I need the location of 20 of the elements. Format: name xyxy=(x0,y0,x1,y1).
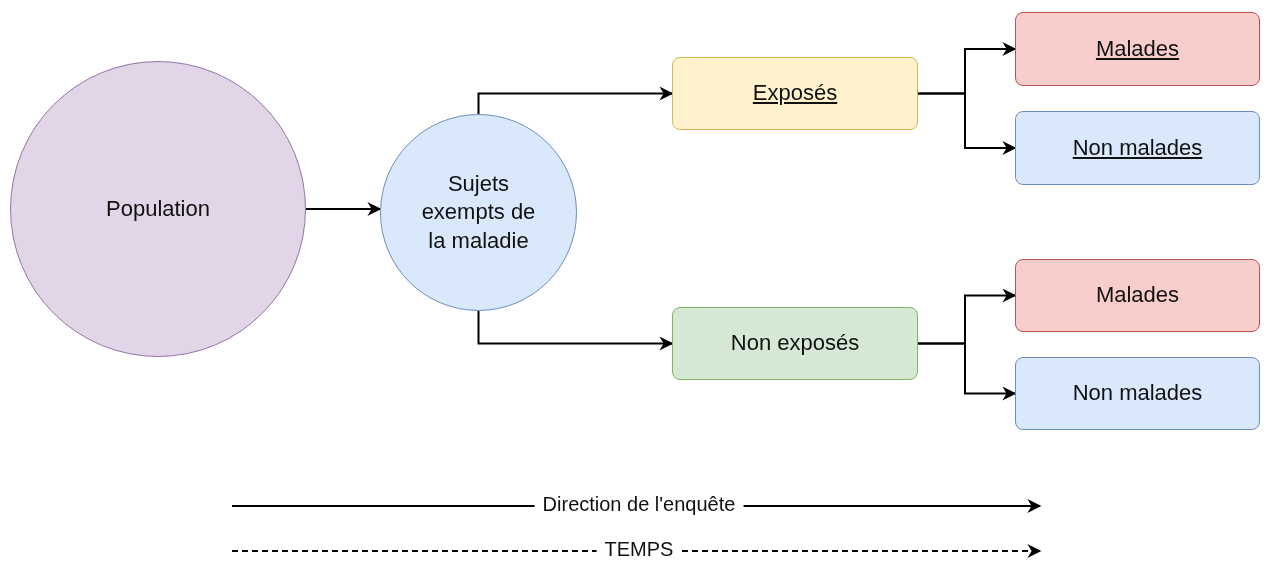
node-label: Population xyxy=(106,194,210,223)
node-label: Malades xyxy=(1095,281,1180,310)
node-label: Malades xyxy=(1095,34,1180,63)
node-label: Non malades xyxy=(1072,133,1203,162)
axis-label: Direction de l'enquête xyxy=(534,493,744,516)
outcome-box xyxy=(1015,111,1260,185)
arrow xyxy=(917,342,1017,401)
node-label: Exposés xyxy=(752,79,838,108)
arrow xyxy=(305,202,382,216)
node-label: Non malades xyxy=(1072,379,1203,408)
node-label: Non exposés xyxy=(730,329,860,358)
outcome-box xyxy=(1015,12,1260,86)
outcome-box xyxy=(1015,259,1260,332)
node-label: Sujets exempts de la maladie xyxy=(420,169,537,255)
process-box xyxy=(672,57,918,130)
arrow xyxy=(917,92,1017,155)
arrow xyxy=(477,310,674,351)
arrow xyxy=(477,86,674,115)
process-box xyxy=(672,307,918,380)
outcome-box xyxy=(1015,357,1260,430)
